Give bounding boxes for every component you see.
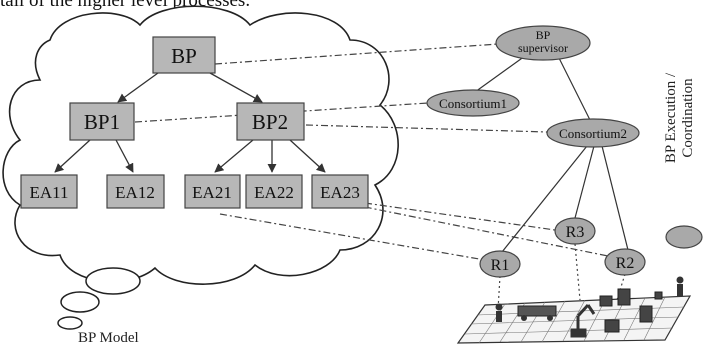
model-boxes xyxy=(20,36,369,209)
node-ea12 xyxy=(106,174,165,209)
legend-ellipse xyxy=(665,225,703,249)
node-r3 xyxy=(554,217,596,245)
node-bp2 xyxy=(236,102,305,141)
execution-links xyxy=(474,55,629,253)
r1-label: R1 xyxy=(491,257,510,274)
robot-arm-icon xyxy=(570,303,596,338)
r2-label: R2 xyxy=(616,255,635,272)
node-ea11 xyxy=(20,174,78,209)
machine-icon xyxy=(599,288,663,333)
bp-model-label: BP Model xyxy=(78,330,139,346)
consortium2-label: Consortium2 xyxy=(559,126,627,141)
caption-text: tail of the higher level processes. xyxy=(0,0,251,11)
resource-floor-links xyxy=(497,243,626,311)
supervisor-label-2: supervisor xyxy=(518,41,568,55)
node-ea23 xyxy=(311,174,369,209)
node-bp2-label: BP2 xyxy=(252,110,288,134)
node-r1 xyxy=(479,250,521,278)
thought-bubble-icon xyxy=(57,267,141,330)
r3-label: R3 xyxy=(566,224,585,241)
node-consortium2 xyxy=(546,118,640,148)
model-arrows xyxy=(54,72,326,173)
supervisor-label-1: BP xyxy=(536,28,551,42)
node-consortium1 xyxy=(426,89,520,117)
conveyor-icon xyxy=(517,305,557,321)
node-bp1 xyxy=(69,102,135,141)
node-ea12-label: EA12 xyxy=(115,183,155,202)
execution-label-line1: BP Execution / xyxy=(663,72,679,164)
node-bp xyxy=(152,36,216,74)
node-bp1-label: BP1 xyxy=(84,110,120,134)
node-bp-label: BP xyxy=(171,44,197,68)
node-ea11-label: EA11 xyxy=(29,183,68,202)
node-ea21-label: EA21 xyxy=(192,183,232,202)
node-supervisor xyxy=(495,25,591,61)
execution-nodes xyxy=(426,25,703,278)
worker-icon xyxy=(495,276,684,322)
cloud-icon xyxy=(2,5,399,285)
node-ea23-label: EA23 xyxy=(320,183,360,202)
execution-label-line2: Coordination xyxy=(680,78,696,158)
execution-coordination-label: BP Execution /Coordination xyxy=(663,18,696,218)
node-ea22-label: EA22 xyxy=(254,183,294,202)
node-ea21 xyxy=(184,174,241,209)
node-ea22 xyxy=(245,174,303,209)
node-r2 xyxy=(604,248,646,276)
consortium1-label: Consortium1 xyxy=(439,96,507,111)
